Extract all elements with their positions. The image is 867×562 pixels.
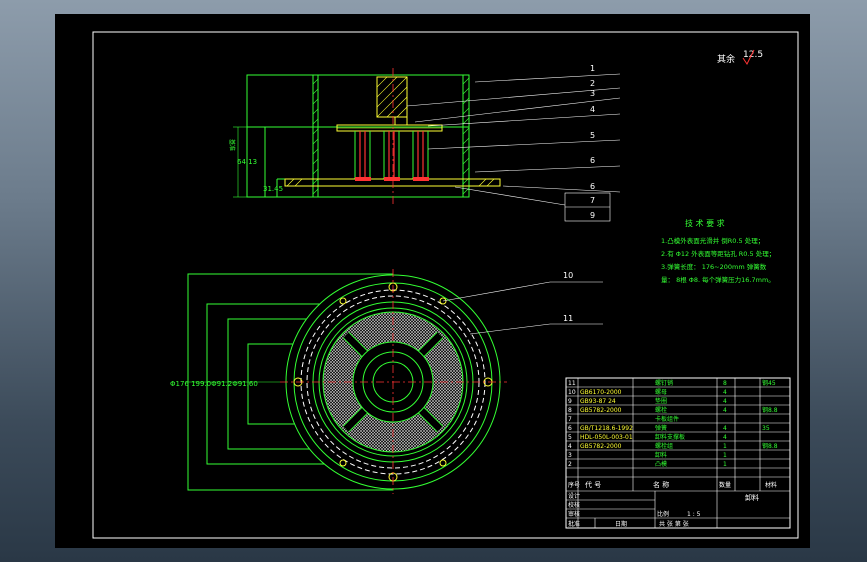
bom-cell-qty: 8 xyxy=(723,380,727,387)
bom-cell-code: GB/T1218.6-1992 xyxy=(580,425,633,432)
tech-req-line-1: 1.凸模外表面光滑并 倒R0.5 处理； xyxy=(661,236,764,245)
roughness-value: 12.5 xyxy=(743,50,763,60)
bill-of-materials xyxy=(565,377,791,529)
bom-cell-name: 螺钉销 xyxy=(655,379,673,387)
cad-drawing: 其余 12.5 xyxy=(92,31,799,539)
bom-cell-qty: 4 xyxy=(723,407,727,414)
bom-cell-material: 钢8.8 xyxy=(762,442,778,450)
bom-cell-qty: 1 xyxy=(723,443,727,450)
bom-cell-name: 螺栓 xyxy=(655,406,667,414)
bom-cell-no: 6 xyxy=(568,425,572,432)
balloon-2: 2 xyxy=(590,79,595,88)
tech-req-line-2: 2.有 Φ12 外表面等距钻孔 R0.5 处理； xyxy=(661,249,775,258)
bom-cell-code: GB5782-2000 xyxy=(580,407,622,414)
bom-cell-no: 7 xyxy=(568,416,572,423)
balloon-3: 3 xyxy=(590,89,595,98)
balloon-4: 4 xyxy=(590,105,595,114)
dimension-height-2: 31.45 xyxy=(263,185,283,193)
bom-cell-material: 钢45 xyxy=(762,379,776,387)
title-block-title: 卸料 xyxy=(745,493,759,502)
section-view xyxy=(233,68,501,204)
tech-req-line-3: 3.弹簧长度： 176~200mm 弹簧数 xyxy=(661,262,767,271)
title-block-ratio: 1 : 5 xyxy=(687,511,701,518)
bom-cell-name: 弹簧 xyxy=(655,424,667,432)
bom-cell-code: GB5782-2000 xyxy=(580,443,622,450)
title-block-sheet-info: 共 张 第 张 xyxy=(659,520,689,528)
balloon-9: 9 xyxy=(590,211,595,220)
bom-cell-name: 螺母 xyxy=(655,388,667,396)
bom-header-no: 序号 xyxy=(568,481,580,489)
inner-frame xyxy=(92,31,799,539)
balloon-6: 6 xyxy=(590,156,595,165)
bom-cell-name: 卸料支撑板 xyxy=(655,433,685,441)
dimension-datum-label: 基准 xyxy=(228,139,236,151)
bom-header-name: 名 称 xyxy=(653,480,669,489)
dimension-diameters: Φ176 199.0Φ91.2Φ91.60 xyxy=(170,380,258,388)
bom-cell-qty: 1 xyxy=(723,461,727,468)
bom-header-material: 材料 xyxy=(765,481,777,489)
bom-cell-name: 卡板组件 xyxy=(655,415,679,423)
bom-cell-qty: 4 xyxy=(723,389,727,396)
balloon-10: 10 xyxy=(563,271,573,280)
roughness-symbol xyxy=(742,49,755,65)
bom-cell-no: 3 xyxy=(568,452,572,459)
bom-cell-name: 螺栓组 xyxy=(655,442,673,450)
balloon-5: 5 xyxy=(590,131,595,140)
bom-cell-no: 8 xyxy=(568,407,572,414)
title-block-label-approve: 批准 xyxy=(568,520,580,528)
bom-cell-name: 卸料 xyxy=(655,451,667,459)
bom-cell-qty: 4 xyxy=(723,434,727,441)
balloon-1: 1 xyxy=(590,64,595,73)
balloon-11: 11 xyxy=(563,314,573,323)
title-block-label-date: 日期 xyxy=(615,520,627,528)
bom-cell-no: 10 xyxy=(568,389,576,396)
plan-view xyxy=(187,269,507,494)
bom-cell-name: 垫圈 xyxy=(655,397,667,405)
leader-lines xyxy=(406,73,621,222)
bom-cell-code: GB6170-2000 xyxy=(580,389,622,396)
bom-cell-no: 11 xyxy=(568,380,576,387)
bom-cell-material: 钢8.8 xyxy=(762,406,778,414)
roughness-label: 其余 xyxy=(717,53,735,65)
bom-cell-code: GB93-87 24 xyxy=(580,398,616,405)
bom-cell-code: HDL-050L-003-01 xyxy=(580,434,633,441)
bom-cell-name: 凸模 xyxy=(655,460,667,468)
drawing-sheet: 其余 12.5 xyxy=(55,14,810,548)
tech-req-title: 技 术 要 求 xyxy=(685,218,725,228)
balloon-6b: 6 xyxy=(590,182,595,191)
bom-cell-material: 35 xyxy=(762,425,770,432)
bom-cell-qty: 1 xyxy=(723,452,727,459)
dimension-height-1: 64.13 xyxy=(237,158,257,166)
bom-header-code: 代 号 xyxy=(585,480,601,489)
bom-cell-no: 9 xyxy=(568,398,572,405)
balloon-7: 7 xyxy=(590,196,595,205)
bom-cell-no: 4 xyxy=(568,443,572,450)
bom-header-qty: 数量 xyxy=(719,481,731,489)
title-block-label-design: 设计 xyxy=(568,492,580,500)
title-block-ratio-label: 比例 xyxy=(657,510,669,518)
tech-req-line-4: 量： 8根 Φ8. 每个弹簧压力16.7mm。 xyxy=(661,275,775,284)
bom-cell-qty: 4 xyxy=(723,425,727,432)
title-block-label-check: 校核 xyxy=(568,501,580,509)
title-block-label-review: 审核 xyxy=(568,510,580,518)
bom-cell-no: 2 xyxy=(568,461,572,468)
bom-cell-no: 5 xyxy=(568,434,572,441)
bom-cell-qty: 4 xyxy=(723,398,727,405)
